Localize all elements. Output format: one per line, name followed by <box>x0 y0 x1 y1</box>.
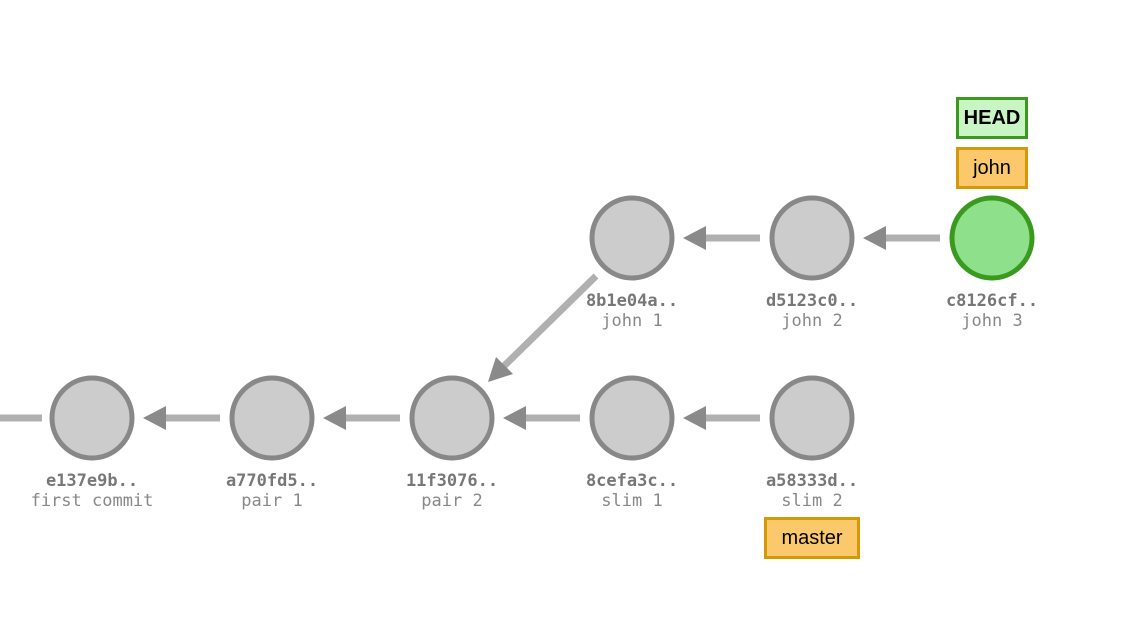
commit-node-a770fd5[interactable] <box>229 375 315 461</box>
commit-node-11f3076[interactable] <box>409 375 495 461</box>
commit-node-d5123c0[interactable] <box>769 195 855 281</box>
edge-d5123c0-to-8b1e04a <box>683 226 760 250</box>
edge-a58333d-to-8cefa3c <box>683 406 760 430</box>
commit-message-label: john 2 <box>781 311 842 331</box>
commit-node-a58333d[interactable] <box>769 375 855 461</box>
commit-message-label: pair 2 <box>421 491 482 511</box>
commit-id-label: 8b1e04a.. <box>586 291 678 311</box>
commit-id-label: d5123c0.. <box>766 291 858 311</box>
edge-a770fd5-to-e137e9b <box>143 406 220 430</box>
commit-message-label: john 1 <box>601 311 662 331</box>
edge-8b1e04a-to-11f3076 <box>488 273 599 382</box>
branch-label-master[interactable]: master <box>764 517 860 559</box>
commit-message-label: slim 2 <box>781 491 842 511</box>
commit-node-e137e9b[interactable] <box>49 375 135 461</box>
edge-8cefa3c-to-11f3076 <box>503 406 580 430</box>
commit-id-label: a58333d.. <box>766 471 858 491</box>
commit-id-label: 8cefa3c.. <box>586 471 678 491</box>
edge-11f3076-to-a770fd5 <box>323 406 400 430</box>
branch-label-john[interactable]: john <box>956 147 1028 189</box>
head-ref-label[interactable]: HEAD <box>956 97 1028 139</box>
commit-id-label: e137e9b.. <box>46 471 138 491</box>
commit-message-label: pair 1 <box>241 491 302 511</box>
commit-id-label: c8126cf.. <box>946 291 1038 311</box>
commit-message-label: first commit <box>31 491 154 511</box>
commit-id-label: 11f3076.. <box>406 471 498 491</box>
commit-message-label: slim 1 <box>601 491 662 511</box>
commit-id-label: a770fd5.. <box>226 471 318 491</box>
commit-message-label: john 3 <box>961 311 1022 331</box>
edge-c8126cf-to-d5123c0 <box>863 226 940 250</box>
commit-node-8b1e04a[interactable] <box>589 195 675 281</box>
commit-node-c8126cf-head[interactable] <box>949 195 1035 281</box>
commit-node-8cefa3c[interactable] <box>589 375 675 461</box>
